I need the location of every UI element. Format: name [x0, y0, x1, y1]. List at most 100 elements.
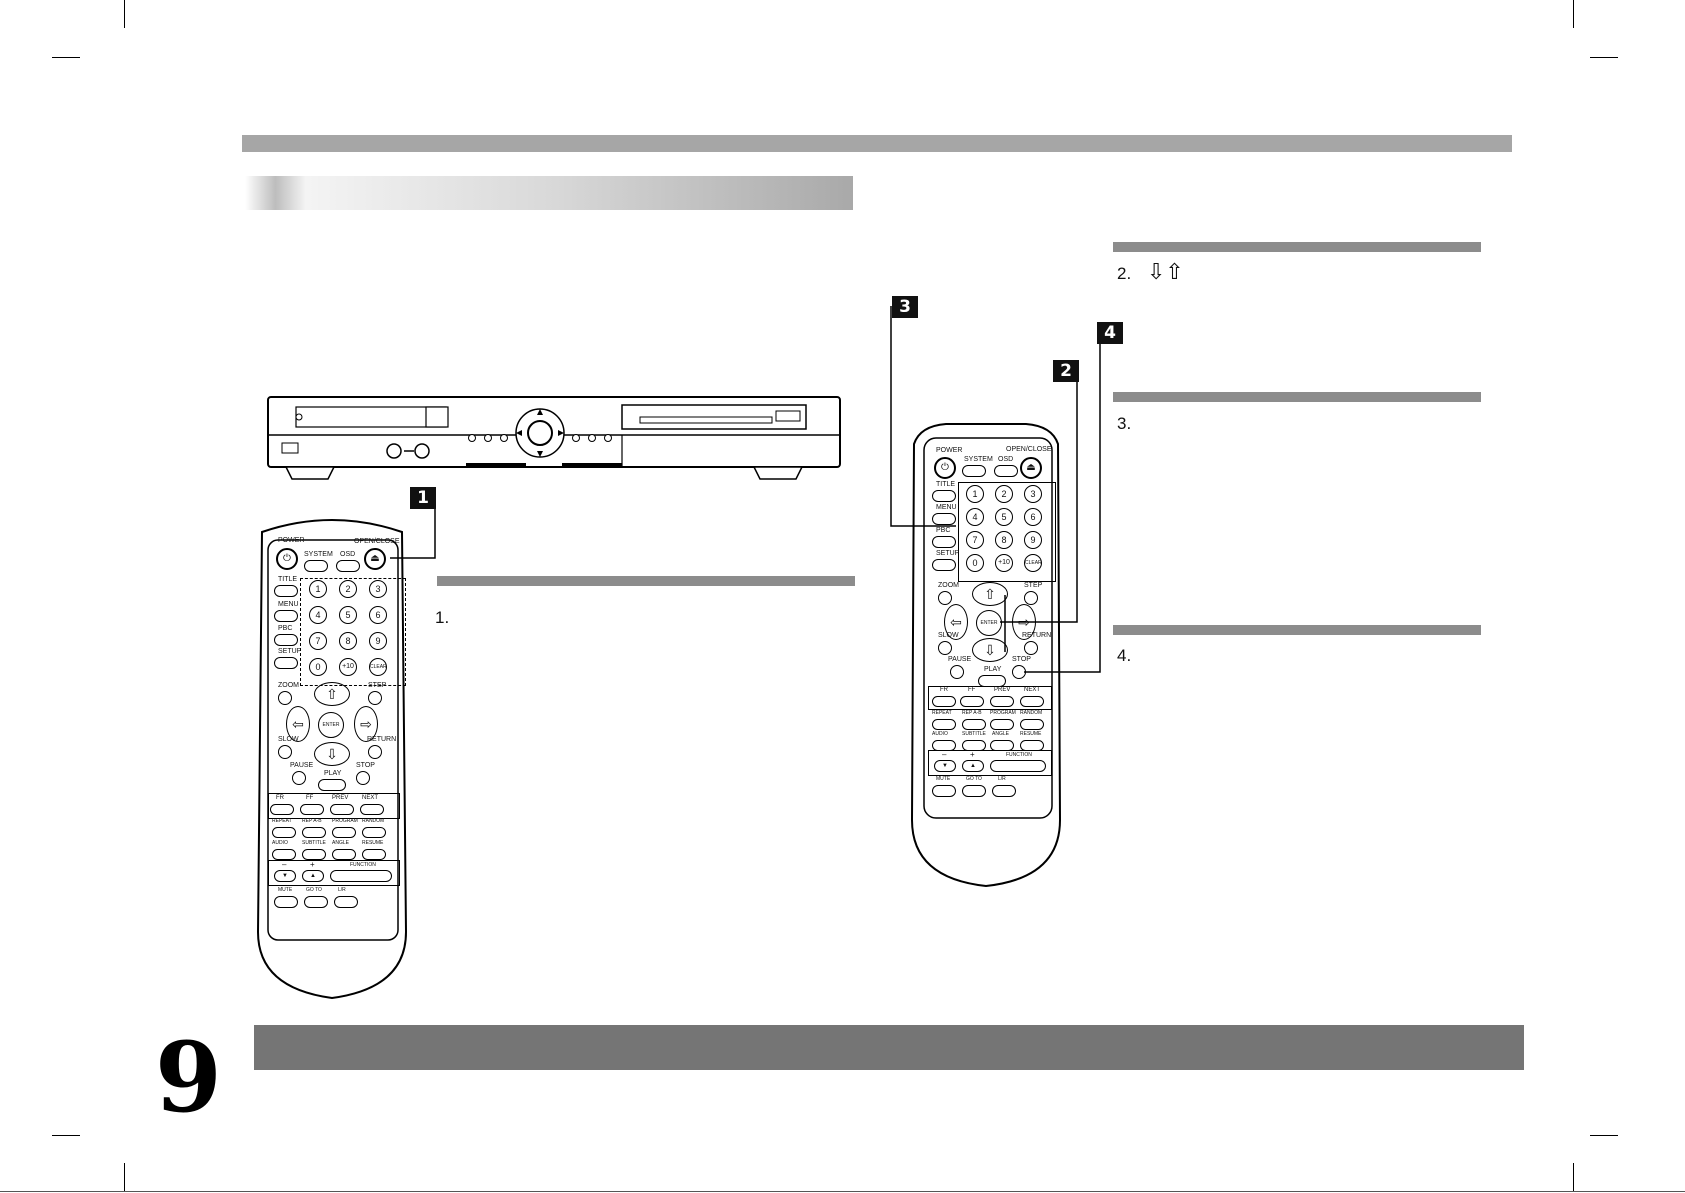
subtitle-button[interactable]	[302, 849, 326, 860]
go-to-button[interactable]	[962, 785, 986, 797]
stop-button[interactable]	[356, 771, 370, 785]
number-button[interactable]: 5	[995, 508, 1013, 526]
zoom-button[interactable]	[938, 591, 952, 605]
clear-button[interactable]: CLEAR	[369, 658, 387, 676]
number-button[interactable]: 9	[1024, 531, 1042, 549]
title-button[interactable]	[932, 490, 956, 502]
ff-button[interactable]	[960, 696, 984, 707]
number-button[interactable]: 4	[309, 606, 327, 624]
volume-up-button[interactable]: ▲	[302, 870, 324, 882]
pbc-button[interactable]	[932, 536, 956, 548]
ff-button[interactable]	[300, 804, 324, 815]
setup-button[interactable]	[932, 559, 956, 571]
number-button[interactable]: 2	[339, 580, 357, 598]
eject-button[interactable]: ⏏	[1020, 457, 1042, 479]
pbc-button[interactable]	[274, 634, 298, 646]
number-button[interactable]: 3	[1024, 485, 1042, 503]
rep-ab-button[interactable]	[962, 719, 986, 730]
down-arrow-button[interactable]: ⇩	[972, 638, 1008, 662]
left-arrow-button[interactable]: ⇦	[944, 604, 968, 640]
title-button[interactable]	[274, 585, 298, 597]
slow-button[interactable]	[278, 745, 292, 759]
number-button[interactable]: 8	[995, 531, 1013, 549]
osd-button[interactable]	[994, 465, 1018, 477]
number-button[interactable]: 5	[339, 606, 357, 624]
step-button[interactable]	[1024, 591, 1038, 605]
function-button[interactable]	[990, 760, 1046, 772]
system-button[interactable]	[962, 465, 986, 477]
repeat-button[interactable]	[272, 827, 296, 838]
slow-label: SLOW	[278, 736, 299, 743]
number-button[interactable]: 7	[966, 531, 984, 549]
go-to-button[interactable]	[304, 896, 328, 908]
setup-button[interactable]	[274, 657, 298, 669]
plus-ten-button[interactable]: +10	[339, 658, 357, 676]
slow-button[interactable]	[938, 641, 952, 655]
zoom-button[interactable]	[278, 691, 292, 705]
resume-button[interactable]	[362, 849, 386, 860]
power-button[interactable]: ⏻	[934, 457, 956, 479]
number-button[interactable]: 2	[995, 485, 1013, 503]
return-button[interactable]	[368, 745, 382, 759]
repeat-button[interactable]	[932, 719, 956, 730]
lr-button[interactable]	[334, 896, 358, 908]
pause-button[interactable]	[292, 771, 306, 785]
down-arrow-button[interactable]: ⇩	[314, 742, 350, 766]
menu-button[interactable]	[932, 513, 956, 525]
lr-button[interactable]	[992, 785, 1016, 797]
clear-button[interactable]: CLEAR	[1024, 554, 1042, 572]
enter-button[interactable]: ENTER	[976, 610, 1002, 636]
mute-button[interactable]	[932, 785, 956, 797]
osd-button[interactable]	[336, 560, 360, 572]
number-button[interactable]: 3	[369, 580, 387, 598]
prev-button[interactable]	[330, 804, 354, 815]
pause-button[interactable]	[950, 665, 964, 679]
transport-group	[928, 686, 1052, 710]
fr-button[interactable]	[932, 696, 956, 707]
menu-button[interactable]	[274, 610, 298, 622]
volume-down-button[interactable]: ▼	[274, 870, 296, 882]
number-button[interactable]: 7	[309, 632, 327, 650]
right-arrow-button[interactable]: ⇨	[354, 706, 378, 742]
next-button[interactable]	[1020, 696, 1044, 707]
number-button[interactable]: 6	[369, 606, 387, 624]
random-button[interactable]	[362, 827, 386, 838]
program-button[interactable]	[990, 719, 1014, 730]
prev-button[interactable]	[990, 696, 1014, 707]
function-button[interactable]	[330, 870, 392, 882]
rep-ab-label: REP A-B	[302, 818, 322, 824]
random-button[interactable]	[1020, 719, 1044, 730]
number-button[interactable]: 1	[309, 580, 327, 598]
number-button[interactable]: 6	[1024, 508, 1042, 526]
number-button[interactable]: 8	[339, 632, 357, 650]
system-button[interactable]	[304, 560, 328, 572]
number-button[interactable]: 0	[966, 554, 984, 572]
number-button[interactable]: 9	[369, 632, 387, 650]
play-button[interactable]	[318, 779, 346, 791]
mute-button[interactable]	[274, 896, 298, 908]
number-button[interactable]: 0	[309, 658, 327, 676]
power-button[interactable]: ⏻	[276, 548, 298, 570]
audio-button[interactable]	[272, 849, 296, 860]
volume-minus-label: –	[282, 860, 287, 869]
angle-button[interactable]	[332, 849, 356, 860]
up-arrow-button[interactable]: ⇧	[972, 582, 1008, 606]
dvd-player-illustration	[267, 396, 841, 480]
ff-label: FF	[306, 795, 314, 801]
fr-button[interactable]	[270, 804, 294, 815]
up-arrow-button[interactable]: ⇧	[314, 682, 350, 706]
step-button[interactable]	[368, 691, 382, 705]
eject-button[interactable]: ⏏	[364, 548, 386, 570]
next-button[interactable]	[360, 804, 384, 815]
program-button[interactable]	[332, 827, 356, 838]
number-button[interactable]: 1	[966, 485, 984, 503]
number-button[interactable]: 4	[966, 508, 984, 526]
rep-ab-button[interactable]	[302, 827, 326, 838]
plus-ten-button[interactable]: +10	[995, 554, 1013, 572]
volume-up-button[interactable]: ▲	[962, 760, 984, 772]
return-button[interactable]	[1024, 641, 1038, 655]
volume-down-button[interactable]: ▼	[934, 760, 956, 772]
enter-button[interactable]: ENTER	[318, 712, 344, 738]
left-arrow-button[interactable]: ⇦	[286, 706, 310, 742]
